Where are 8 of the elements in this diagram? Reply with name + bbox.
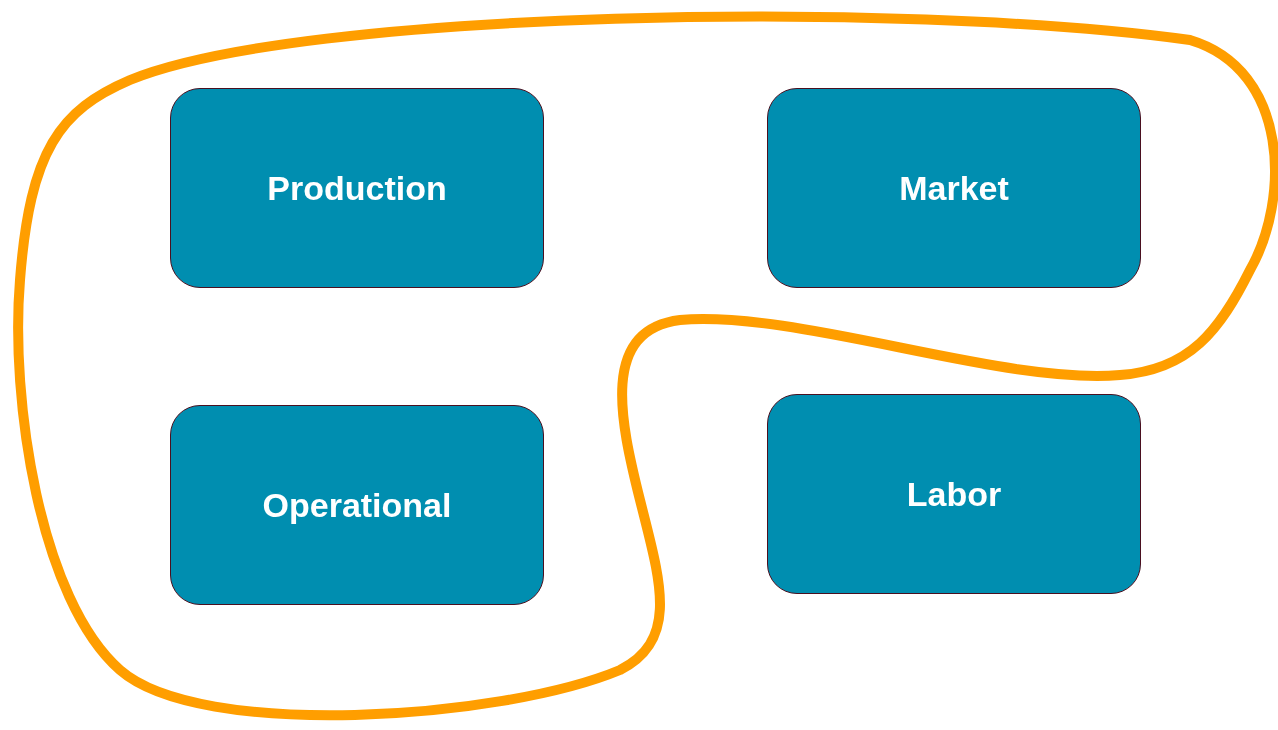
box-label: Market: [899, 167, 1009, 209]
box-label: Operational: [262, 484, 452, 526]
process-box: [767, 88, 1141, 288]
box-label: Production: [267, 167, 447, 209]
box-label: Labor: [906, 473, 1002, 515]
process-box: [170, 88, 544, 288]
process-box: [767, 394, 1141, 594]
process-box: [170, 405, 544, 605]
